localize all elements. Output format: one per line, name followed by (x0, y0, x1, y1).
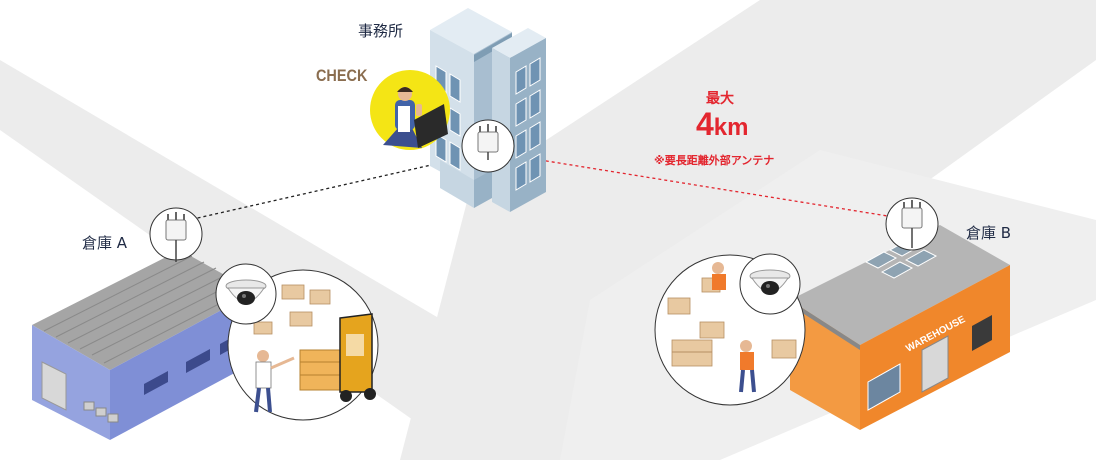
check-label: CHECK (316, 66, 368, 85)
access-point-office-icon (461, 119, 515, 173)
warehouse-b-label: 倉庫 B (966, 224, 1012, 242)
distance-number: 4 (696, 106, 714, 142)
distance-caption: 最大 (706, 91, 734, 107)
distance-unit: km (713, 114, 749, 141)
warehouse-b-building (790, 225, 1010, 430)
dome-camera-warehouse-b-icon (739, 253, 801, 315)
office-label: 事務所 (358, 22, 404, 40)
warehouse-a-building (32, 250, 255, 440)
distance-note: ※要長距離外部アンテナ (654, 154, 775, 167)
dome-camera-warehouse-a-icon (215, 263, 277, 325)
link-line-office-to-warehouse-a (179, 157, 463, 223)
distance-value: 4km (696, 106, 748, 143)
access-point-warehouse-b-icon (885, 197, 939, 251)
warehouse-a-label: 倉庫 A (82, 234, 128, 252)
access-point-warehouse-a-icon (149, 207, 203, 262)
check-person-illustration (370, 70, 450, 150)
link-line-office-to-warehouse-b (527, 157, 901, 219)
